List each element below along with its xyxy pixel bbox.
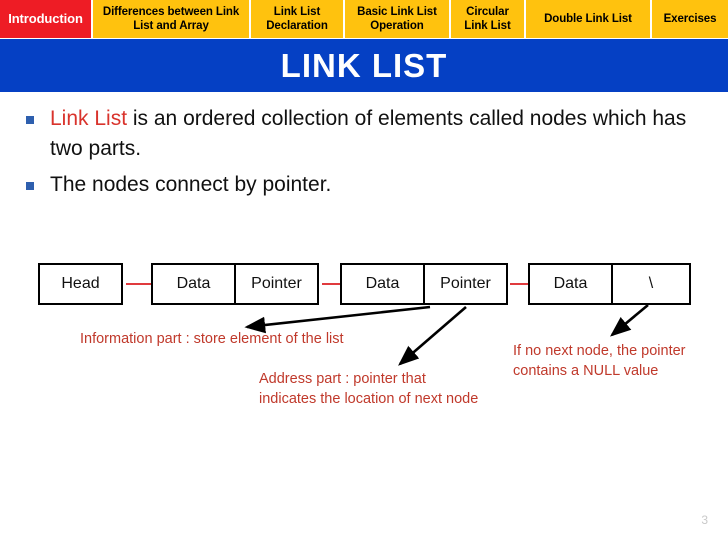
title-banner: LINK LIST <box>0 39 728 92</box>
node3-data-label: Data <box>553 275 588 292</box>
tab-double-label: Double Link List <box>544 13 632 25</box>
page-title: LINK LIST <box>280 46 448 84</box>
node3-null-cell: \ <box>611 263 691 305</box>
annotation-address-part-line1: Address part : pointer that <box>259 371 426 387</box>
bullet-text-1: Link List is an ordered collection of el… <box>50 104 706 164</box>
tab-link-list-declaration[interactable]: Link List Declaration <box>251 0 345 38</box>
node1-data-cell: Data <box>151 263 236 305</box>
annotation-null-note: If no next node, the pointer contains a … <box>513 341 728 381</box>
annotation-information-part: Information part : store element of the … <box>80 331 344 347</box>
navigation-tab-bar: Introduction Differences between Link Li… <box>0 0 728 38</box>
list-item: Link List is an ordered collection of el… <box>26 104 706 164</box>
null-backslash-icon: \ <box>648 275 654 292</box>
tab-double-link-list[interactable]: Double Link List <box>526 0 652 38</box>
node1-data-label: Data <box>176 275 211 292</box>
annotation-null-note-line2: contains a NULL value <box>513 363 659 379</box>
node2-pointer-label: Pointer <box>440 275 491 292</box>
tab-introduction[interactable]: Introduction <box>0 0 93 38</box>
node2-pointer-cell: Pointer <box>423 263 508 305</box>
annotation-address-part-line2: indicates the location of next node <box>259 391 479 407</box>
slide-number: 3 <box>701 513 708 527</box>
bullet-square-icon <box>26 116 34 124</box>
annotation-null-note-line1: If no next node, the pointer <box>513 343 686 359</box>
node1-pointer-cell: Pointer <box>234 263 319 305</box>
node2-data-cell: Data <box>340 263 425 305</box>
head-box-label: Head <box>61 275 100 292</box>
bullet-square-icon <box>26 182 34 190</box>
bullet-rest-text: is an ordered collection of elements cal… <box>50 107 687 160</box>
annotation-address-part: Address part : pointer that indicates th… <box>259 369 478 409</box>
head-box: Head <box>38 263 123 305</box>
bullet-highlight-term: Link List <box>50 107 128 130</box>
tab-exercises-label: Exercises <box>663 13 717 25</box>
tab-circular-label: Circular Link List <box>464 6 511 32</box>
tab-basic-link-list-operation[interactable]: Basic Link List Operation <box>345 0 451 38</box>
bullet-text-2: The nodes connect by pointer. <box>50 173 332 196</box>
node3-data-cell: Data <box>528 263 613 305</box>
tab-basic-operation-label: Basic Link List Operation <box>357 6 437 32</box>
bullet-list: Link List is an ordered collection of el… <box>26 104 706 206</box>
tab-differences-label: Differences between Link List and Array <box>102 6 240 32</box>
node1-pointer-label: Pointer <box>251 275 302 292</box>
tab-declaration-label: Link List Declaration <box>266 6 328 32</box>
list-item: The nodes connect by pointer. <box>26 170 706 200</box>
tab-differences-between-link-list-and-array[interactable]: Differences between Link List and Array <box>93 0 251 38</box>
tab-circular-link-list[interactable]: Circular Link List <box>451 0 526 38</box>
linked-list-diagram: Head Data Pointer Data Pointer <box>0 240 728 420</box>
node2-data-label: Data <box>365 275 400 292</box>
tab-introduction-label: Introduction <box>8 11 83 26</box>
tab-exercises[interactable]: Exercises <box>652 0 728 38</box>
